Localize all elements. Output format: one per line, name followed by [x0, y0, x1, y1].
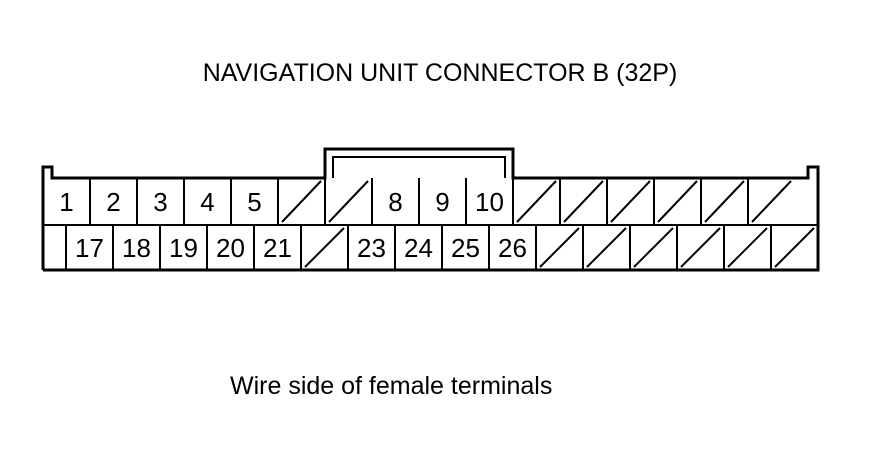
unused-terminal-slash: [539, 227, 580, 268]
terminal-3: 3: [136, 178, 168, 225]
terminal-unused: [676, 225, 721, 270]
unused-terminal-slash: [774, 227, 815, 268]
terminal-unused: [747, 178, 792, 225]
unused-terminal-slash: [680, 227, 721, 268]
diagram-caption: Wire side of female terminals: [230, 372, 553, 400]
terminal-23: 23: [347, 225, 386, 270]
diagram-title: NAVIGATION UNIT CONNECTOR B (32P): [202, 59, 678, 87]
unused-terminal-slash: [633, 227, 674, 268]
terminal-number: 20: [216, 233, 245, 263]
unused-terminal-slash: [657, 180, 698, 223]
unused-terminal-slash: [563, 180, 604, 223]
terminal-unused: [300, 225, 345, 270]
terminal-9: 9: [418, 178, 450, 225]
terminal-unused: [512, 178, 557, 225]
terminal-unused: [770, 225, 815, 270]
terminal-1: 1: [42, 178, 74, 225]
terminal-21: 21: [253, 225, 292, 270]
terminal-25: 25: [441, 225, 480, 270]
terminal-number: 8: [388, 187, 402, 217]
terminal-number: 17: [75, 233, 104, 263]
terminal-8: 8: [371, 178, 403, 225]
terminal-number: 23: [357, 233, 386, 263]
terminal-unused: [606, 178, 651, 225]
terminal-18: 18: [112, 225, 151, 270]
terminal-24: 24: [394, 225, 433, 270]
terminal-5: 5: [230, 178, 262, 225]
terminal-unused: [535, 225, 580, 270]
terminal-number: 3: [153, 187, 167, 217]
terminal-19: 19: [159, 225, 198, 270]
terminal-number: 26: [498, 233, 527, 263]
terminal-unused: [559, 178, 604, 225]
terminal-unused: [629, 225, 674, 270]
terminal-unused: [723, 225, 768, 270]
unused-terminal-slash: [281, 180, 322, 223]
terminal-17: 17: [65, 225, 104, 270]
terminal-number: 9: [435, 187, 449, 217]
unused-terminal-slash: [751, 180, 792, 223]
terminal-number: 18: [122, 233, 151, 263]
terminal-20: 20: [206, 225, 245, 270]
terminal-unused: [653, 178, 698, 225]
terminal-number: 21: [263, 233, 292, 263]
unused-terminal-slash: [304, 227, 345, 268]
unused-terminal-slash: [328, 180, 369, 223]
unused-terminal-slash: [704, 180, 745, 223]
terminal-number: 4: [200, 187, 214, 217]
terminal-number: 10: [475, 187, 504, 217]
terminal-4: 4: [183, 178, 215, 225]
terminal-unused: [277, 178, 322, 225]
connector-housing: [41, 147, 820, 272]
unused-terminal-slash: [727, 227, 768, 268]
terminal-unused: [700, 178, 745, 225]
terminal-number: 24: [404, 233, 433, 263]
terminal-unused: [582, 225, 627, 270]
terminal-number: 19: [169, 233, 198, 263]
terminal-number: 5: [247, 187, 261, 217]
terminal-number: 25: [451, 233, 480, 263]
terminal-26: 26: [488, 225, 527, 270]
terminal-10: 10: [465, 178, 504, 225]
unused-terminal-slash: [586, 227, 627, 268]
terminal-number: 2: [106, 187, 120, 217]
unused-terminal-slash: [610, 180, 651, 223]
terminal-unused: [324, 178, 369, 225]
unused-terminal-slash: [516, 180, 557, 223]
terminal-2: 2: [89, 178, 121, 225]
terminal-number: 1: [59, 187, 73, 217]
